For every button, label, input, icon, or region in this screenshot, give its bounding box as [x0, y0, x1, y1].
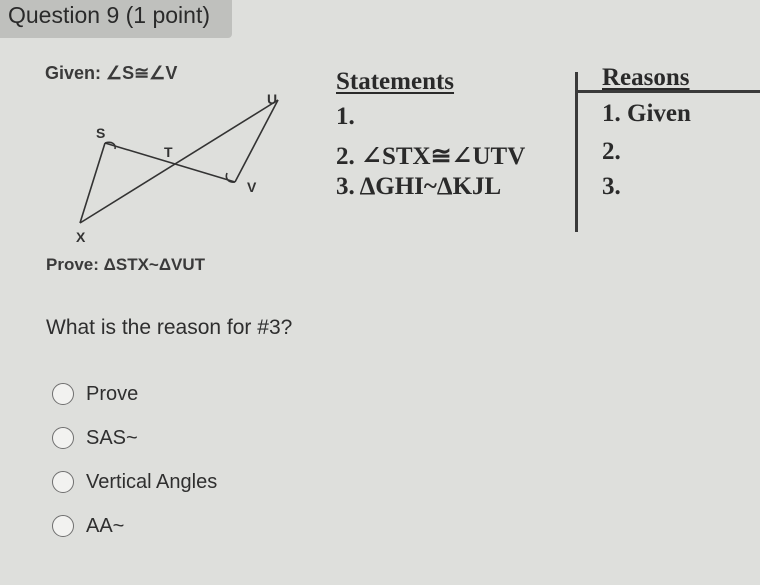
option-label: Prove [86, 382, 139, 405]
statement-row-3: 3. ΔGHI~ΔKJL [336, 173, 502, 200]
question-header: Question 9 (1 point) [0, 0, 232, 38]
segment-ux [79, 99, 279, 224]
table-divider-vertical [575, 72, 578, 232]
reason-row-2: 2. [602, 138, 621, 165]
label-s: S [96, 125, 105, 141]
option-label: Vertical Angles [86, 470, 218, 493]
label-x: X [76, 229, 86, 245]
segment-vu [234, 99, 279, 183]
radio-button[interactable] [52, 471, 74, 493]
label-v: V [247, 179, 257, 195]
statement-row-1: 1. [336, 103, 355, 130]
label-u: U [267, 91, 277, 107]
answer-options: Prove SAS~ Vertical Angles AA~ [52, 372, 217, 548]
option-sas[interactable]: SAS~ [52, 416, 217, 460]
statement-row-2: 2. ∠STX≅∠UTV [336, 143, 526, 170]
triangle-figure: S T U V X [76, 91, 279, 245]
radio-button[interactable] [52, 427, 74, 449]
radio-button[interactable] [52, 515, 74, 537]
option-aa[interactable]: AA~ [52, 504, 217, 548]
reason-row-1: 1. Given [602, 100, 691, 127]
option-label: AA~ [86, 514, 125, 537]
label-t: T [164, 144, 173, 160]
segment-xs [79, 142, 106, 224]
proof-table: Statements Reasons 1. 2. ∠STX≅∠UTV 3. ΔG… [330, 60, 760, 240]
statements-header: Statements [336, 68, 455, 95]
question-prompt: What is the reason for #3? [46, 316, 293, 339]
given-statement: Given: ∠S≅∠V [45, 63, 178, 83]
option-prove[interactable]: Prove [52, 372, 217, 416]
question-title: Question 9 (1 point) [8, 2, 211, 28]
radio-button[interactable] [52, 383, 74, 405]
option-vertical-angles[interactable]: Vertical Angles [52, 460, 217, 504]
angle-mark-v [225, 172, 236, 183]
option-label: SAS~ [86, 426, 138, 449]
prove-statement: Prove: ΔSTX~ΔVUT [46, 255, 206, 274]
table-divider-horizontal [575, 90, 760, 93]
reasons-header: Reasons [602, 64, 690, 91]
segment-sv [104, 142, 236, 183]
reason-row-3: 3. [602, 173, 621, 200]
angle-mark-s [104, 141, 116, 150]
